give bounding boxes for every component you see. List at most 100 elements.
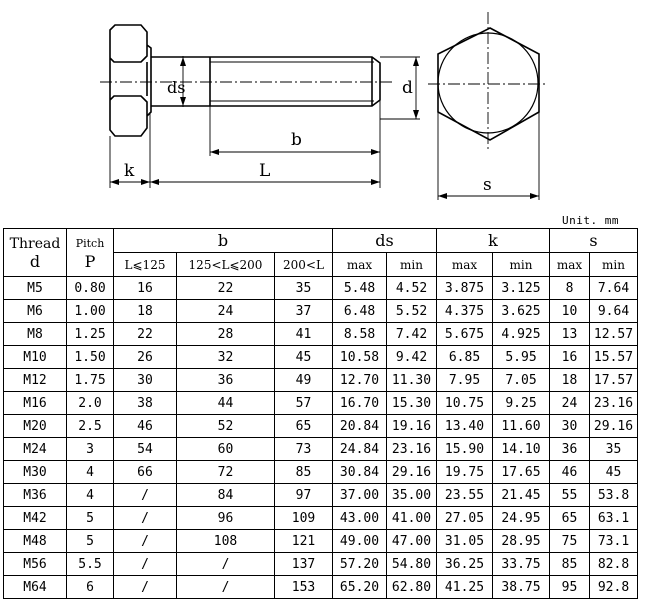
cell-s-max: 30 (549, 414, 590, 438)
cell-b-mid: / (176, 552, 275, 576)
cell-pitch: 1.50 (66, 345, 114, 369)
cell-s-min: 7.64 (589, 276, 638, 300)
cell-pitch: 2.0 (66, 391, 114, 415)
cell-b-short: / (113, 529, 177, 553)
cell-s-max: 18 (549, 368, 590, 392)
cell-pitch: 0.80 (66, 276, 114, 300)
cell-s-min: 73.1 (589, 529, 638, 553)
header-thread-symbol: d (29, 251, 41, 271)
cell-k-min: 4.925 (492, 322, 550, 346)
cell-b-short: / (113, 506, 177, 530)
cell-ds-min: 19.16 (386, 414, 437, 438)
cell-thread: M36 (3, 483, 67, 507)
cell-b-short: 18 (113, 299, 177, 323)
k-arrow-right (141, 179, 150, 185)
cell-b-short: / (113, 552, 177, 576)
cell-s-max: 16 (549, 345, 590, 369)
cell-ds-max: 43.00 (332, 506, 387, 530)
cell-s-min: 29.16 (589, 414, 638, 438)
cell-s-max: 8 (549, 276, 590, 300)
cell-k-max: 23.55 (436, 483, 493, 507)
cell-b-short: 26 (113, 345, 177, 369)
cell-s-min: 15.57 (589, 345, 638, 369)
cell-thread: M64 (3, 575, 67, 599)
header-thread-label: Thread (9, 235, 61, 252)
cell-s-max: 75 (549, 529, 590, 553)
cell-k-max: 4.375 (436, 299, 493, 323)
cell-s-min: 82.8 (589, 552, 638, 576)
header-b-col-1: L⩽125 (113, 252, 177, 277)
cell-b-long: 35 (274, 276, 333, 300)
cell-k-min: 5.95 (492, 345, 550, 369)
header-b-col-2: 125<L⩽200 (176, 252, 275, 277)
cell-s-min: 17.57 (589, 368, 638, 392)
cell-b-long: 137 (274, 552, 333, 576)
cell-k-max: 5.675 (436, 322, 493, 346)
cell-b-mid: 24 (176, 299, 275, 323)
d-arrow-top (413, 57, 419, 66)
cell-k-max: 31.05 (436, 529, 493, 553)
b-arrow-right (371, 149, 380, 155)
cell-k-min: 7.05 (492, 368, 550, 392)
cell-b-short: 38 (113, 391, 177, 415)
cell-b-long: 45 (274, 345, 333, 369)
cell-ds-min: 23.16 (386, 437, 437, 461)
cell-k-min: 3.125 (492, 276, 550, 300)
d-arrow-bottom (413, 110, 419, 119)
cell-ds-max: 10.58 (332, 345, 387, 369)
cell-ds-max: 30.84 (332, 460, 387, 484)
cell-ds-max: 8.58 (332, 322, 387, 346)
cell-ds-min: 4.52 (386, 276, 437, 300)
header-thread: Thread d (3, 228, 67, 277)
cell-k-min: 24.95 (492, 506, 550, 530)
cell-thread: M56 (3, 552, 67, 576)
cell-pitch: 5.5 (66, 552, 114, 576)
cell-ds-max: 49.00 (332, 529, 387, 553)
s-arrow-right (530, 193, 539, 199)
cell-b-mid: / (176, 575, 275, 599)
cell-b-mid: 22 (176, 276, 275, 300)
bolt-head-side-view (109, 24, 152, 137)
cell-k-min: 9.25 (492, 391, 550, 415)
cell-b-long: 97 (274, 483, 333, 507)
bolt-technical-drawing: ds d b k L s (100, 12, 548, 200)
cell-ds-max: 37.00 (332, 483, 387, 507)
cell-pitch: 1.75 (66, 368, 114, 392)
cell-b-mid: 60 (176, 437, 275, 461)
header-s-min: min (589, 252, 638, 277)
s-arrow-left (438, 193, 447, 199)
cell-ds-max: 24.84 (332, 437, 387, 461)
cell-b-long: 41 (274, 322, 333, 346)
cell-s-max: 10 (549, 299, 590, 323)
cell-k-min: 28.95 (492, 529, 550, 553)
header-k-max: max (436, 252, 493, 277)
cell-pitch: 6 (66, 575, 114, 599)
cell-s-min: 12.57 (589, 322, 638, 346)
cell-b-mid: 84 (176, 483, 275, 507)
cell-thread: M48 (3, 529, 67, 553)
cell-ds-min: 7.42 (386, 322, 437, 346)
cell-k-min: 21.45 (492, 483, 550, 507)
cell-k-min: 38.75 (492, 575, 550, 599)
cell-s-min: 23.16 (589, 391, 638, 415)
header-s: s (549, 228, 638, 253)
cell-ds-max: 65.20 (332, 575, 387, 599)
header-ds-max: max (332, 252, 387, 277)
cell-thread: M30 (3, 460, 67, 484)
cell-b-mid: 96 (176, 506, 275, 530)
cell-b-short: 16 (113, 276, 177, 300)
cell-k-max: 10.75 (436, 391, 493, 415)
cell-k-max: 15.90 (436, 437, 493, 461)
cell-b-long: 65 (274, 414, 333, 438)
cell-k-max: 6.85 (436, 345, 493, 369)
cell-thread: M24 (3, 437, 67, 461)
header-s-max: max (549, 252, 590, 277)
L-arrow-right (371, 179, 380, 185)
cell-thread: M10 (3, 345, 67, 369)
header-k-min: min (492, 252, 550, 277)
